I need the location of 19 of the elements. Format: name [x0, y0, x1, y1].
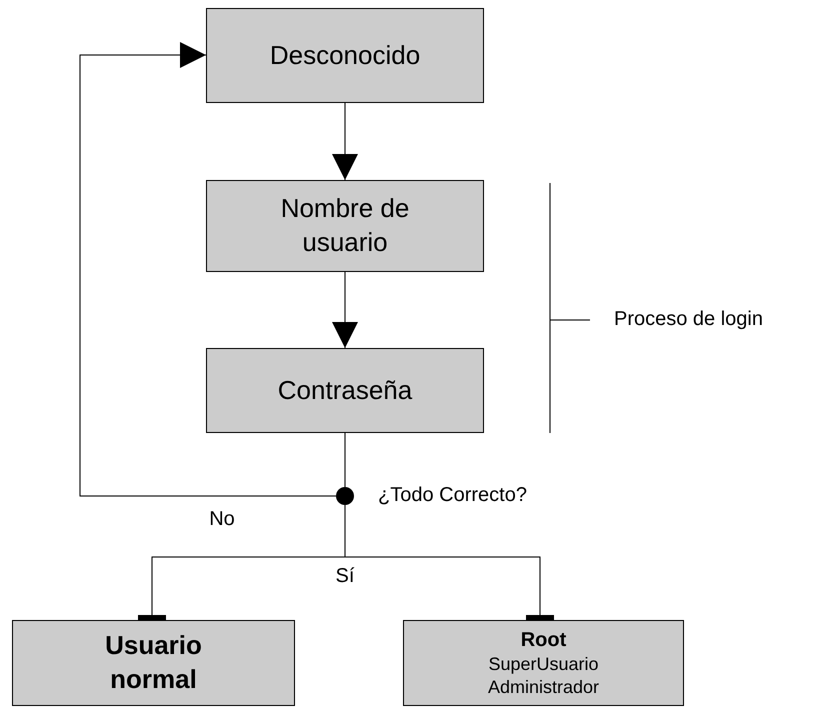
connector-line	[344, 504, 554, 620]
node-text: Desconocido	[270, 38, 420, 72]
junction-dot	[336, 487, 354, 505]
connector-line	[344, 432, 346, 488]
bracket-label: Proceso de login	[614, 308, 763, 331]
node-text: Contraseña	[278, 374, 412, 407]
process-box	[12, 620, 295, 706]
connector-line	[332, 272, 358, 348]
node-text: SuperUsuario Administrador	[486, 652, 600, 699]
node-text: Nombre de usuario	[280, 192, 410, 259]
connector-line	[80, 42, 336, 496]
process-box	[403, 620, 684, 706]
node-text: Usuario normal	[104, 629, 203, 696]
process-box	[206, 8, 484, 103]
condition-label: ¿Todo Correcto?	[378, 484, 527, 507]
process-box	[206, 180, 484, 272]
node-text: Root	[520, 628, 566, 653]
connector-line	[332, 102, 358, 180]
process-box	[206, 348, 484, 433]
